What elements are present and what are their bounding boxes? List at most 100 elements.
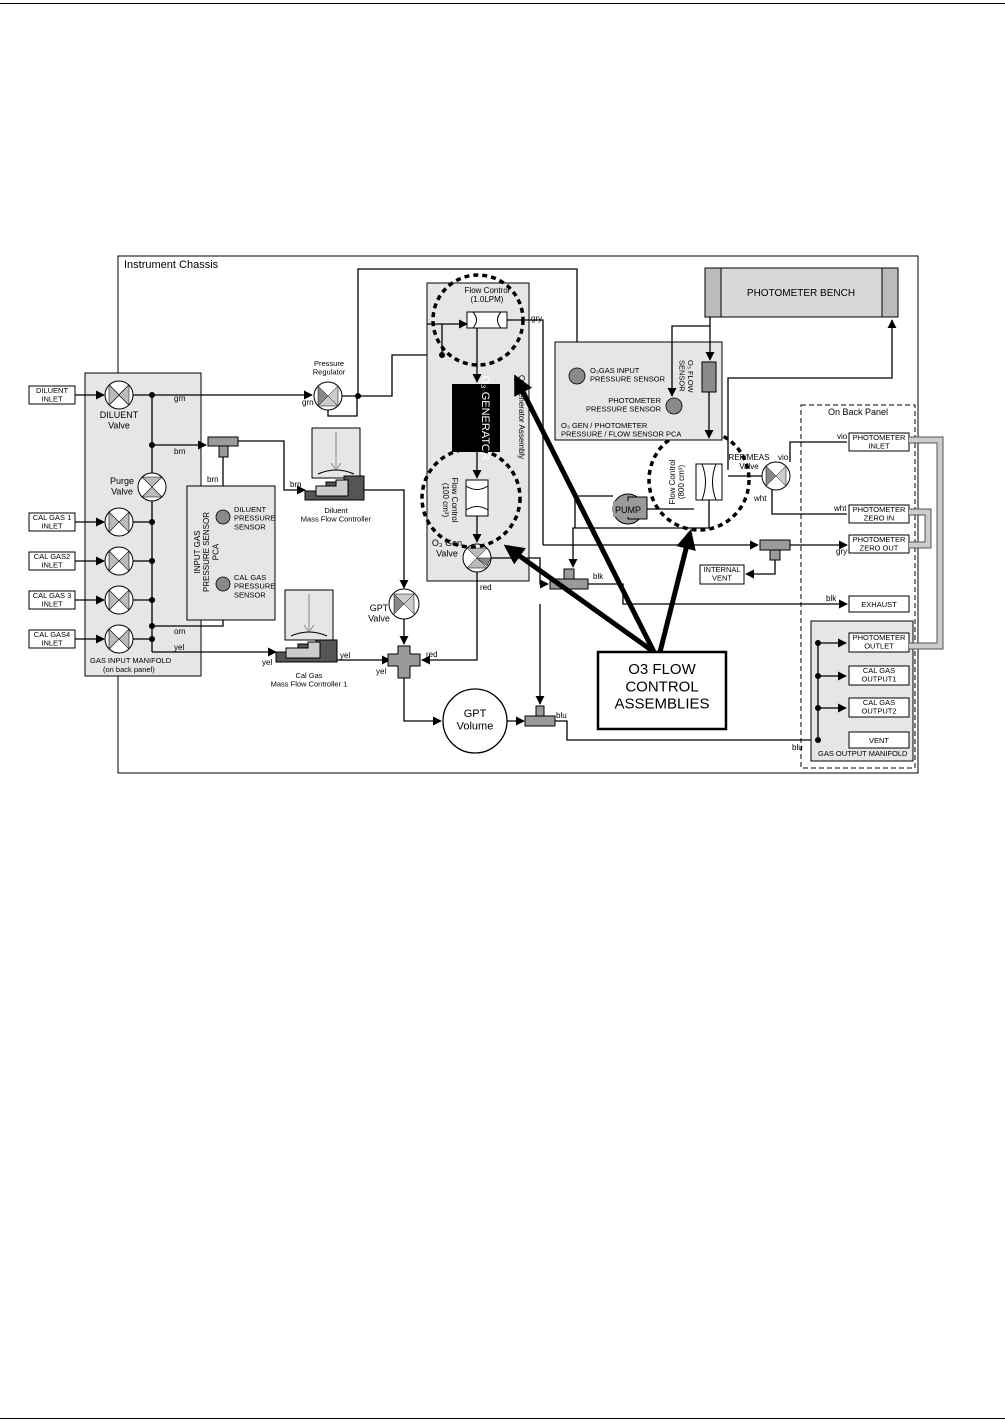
pump-icon xyxy=(612,493,648,525)
flow-control-highlight-top xyxy=(431,273,525,367)
manifold-valves xyxy=(104,380,167,654)
photometer-bench xyxy=(704,267,899,318)
calgas-pressure-sensor-icon xyxy=(215,576,231,592)
vio-label-1: vio xyxy=(837,432,848,441)
back-panel-title: On Back Panel xyxy=(828,407,888,417)
text-line: O₃GAS INPUT xyxy=(590,366,640,375)
orn-label-1: orn xyxy=(174,627,186,636)
text-line: (1.0LPM) xyxy=(471,295,504,304)
chassis-title: Instrument Chassis xyxy=(124,259,219,271)
tee-fitting-1 xyxy=(207,436,239,447)
grn-label-2: grn xyxy=(302,398,314,407)
text-line: Diluent xyxy=(324,506,348,515)
pressure-regulator-icon xyxy=(313,381,343,411)
text-line: (800 cm³) xyxy=(677,465,686,500)
text-line: INTERNAL xyxy=(703,565,740,574)
cross-fitting xyxy=(387,645,421,679)
refmeas-valve-icon xyxy=(761,461,791,491)
o3-generator-label: O₃ GENERATOR xyxy=(479,376,491,461)
vent-label: VENT xyxy=(869,736,889,745)
text-line: DILUENT xyxy=(100,410,139,420)
manifold-subtitle: (on back panel) xyxy=(103,665,155,674)
text-line: Pressure xyxy=(314,359,344,368)
yel-label-2: yel xyxy=(262,658,272,667)
cal-gas-output1-port xyxy=(848,665,910,686)
header-rule xyxy=(0,3,1005,4)
o3-gen-valve-icon xyxy=(462,543,492,573)
grn-label-1: grn xyxy=(174,394,186,403)
purge-valve-icon xyxy=(137,472,167,502)
text-line: PHOTOMETER xyxy=(853,505,906,514)
o3-input-pressure-sensor-icon xyxy=(568,367,586,385)
output-manifold-title: GAS OUTPUT MANIFOLD xyxy=(818,749,908,758)
calgas3-valve-icon xyxy=(104,585,134,615)
internal-vent-box xyxy=(699,564,745,585)
text-line: PRESSURE / FLOW SENSOR PCA xyxy=(561,430,681,439)
blk-label-2: blk xyxy=(826,594,837,603)
text-line: Cal Gas xyxy=(295,671,322,680)
text-line: VENT xyxy=(712,574,732,583)
text-line: SENSOR xyxy=(677,360,686,392)
blu-label-2: blu xyxy=(792,743,803,752)
text-line: PRESSURE xyxy=(234,514,275,523)
brn-label-1: brn xyxy=(174,447,186,456)
exhaust-port xyxy=(848,595,910,613)
cal-gas-output2-port xyxy=(848,697,910,718)
text-line: CONTROL xyxy=(625,678,698,695)
diluent-valve-icon xyxy=(104,380,134,410)
text-line: SENSOR xyxy=(234,522,266,531)
text-line: PRESSURE SENSOR xyxy=(586,405,662,414)
text-line: CAL GAS 3 xyxy=(33,591,72,600)
yel-label-3: yel xyxy=(340,651,350,660)
text-line: Flow Control xyxy=(668,459,677,504)
photometer-pressure-sensor-icon xyxy=(665,397,683,415)
text-line: ASSEMBLIES xyxy=(614,696,709,713)
text-line: GPT xyxy=(464,708,487,720)
text-line: Valve xyxy=(436,548,458,558)
yel-label-4: yel xyxy=(376,667,386,676)
flow-control-highlight-mid xyxy=(420,447,522,549)
text-line: INLET xyxy=(41,600,63,609)
text-line: INLET xyxy=(868,442,890,451)
text-line: SENSOR xyxy=(234,590,266,599)
text-line: PCA xyxy=(211,543,220,560)
text-line: Valve xyxy=(108,420,130,430)
text-line: REF/MEAS xyxy=(729,453,770,462)
text-line: Purge xyxy=(110,476,134,486)
text-line: INLET xyxy=(41,639,63,648)
red-label-1: red xyxy=(480,583,492,592)
sensor-pca-title: INPUT GASPRESSURE SENSORPCA xyxy=(193,512,220,592)
gry-label-1: gry xyxy=(531,314,542,323)
text-line: CAL GAS 1 xyxy=(33,513,72,522)
text-line: (100 cm³) xyxy=(441,483,450,518)
wht-label-2: wht xyxy=(753,494,767,503)
text-line: INPUT GAS xyxy=(193,531,202,574)
flow-control-right-icon xyxy=(695,463,723,501)
text-line: Valve xyxy=(739,462,759,471)
text-line: ZERO IN xyxy=(864,514,894,523)
flow-control-mid-icon xyxy=(465,479,489,517)
text-line: CAL GAS xyxy=(863,698,895,707)
calgas2-valve-icon xyxy=(104,546,134,576)
yel-label-1: yel xyxy=(174,643,184,652)
